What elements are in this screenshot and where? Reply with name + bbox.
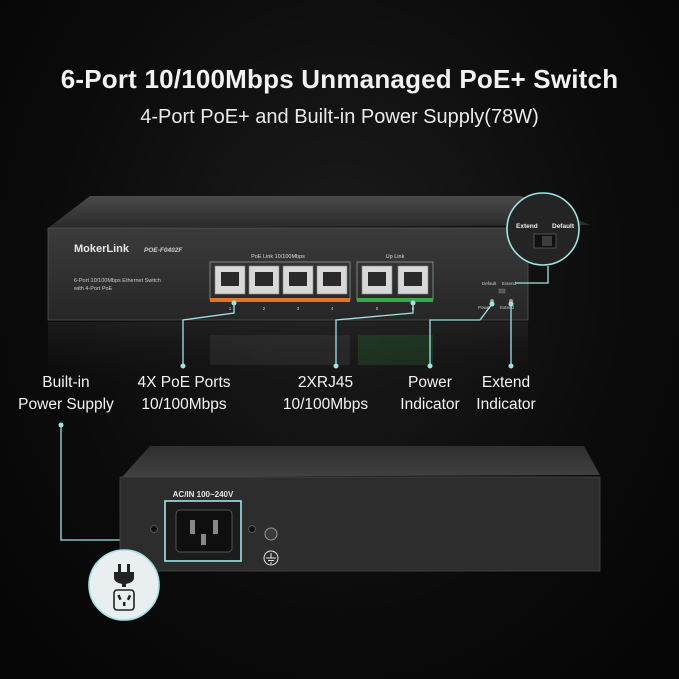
led-extend-label: Extend	[502, 281, 517, 286]
desc-line-1: 6-Port 10/100Mbps Ethernet Switch	[74, 278, 161, 284]
callout-line: 10/100Mbps	[141, 396, 227, 413]
power-rating-label: AC/IN 100~240V	[173, 490, 234, 499]
uplink-group-label: Up Link	[386, 254, 405, 260]
callout-poe-ports: 4X PoE Ports 10/100Mbps	[124, 372, 244, 416]
poe-ports	[214, 265, 348, 295]
callout-rj45: 2XRJ45 10/100Mbps	[268, 372, 383, 416]
ground-screw	[264, 527, 278, 541]
switch-front: MokerLink POE-F0402F 6-Port 10/100Mbps E…	[47, 196, 590, 402]
callout-power-indicator: Power Indicator	[388, 372, 472, 416]
callout-line: Extend	[481, 374, 531, 391]
led-power-label: Power	[478, 305, 491, 310]
port-number: 5	[376, 306, 379, 311]
plug-zoom	[88, 549, 160, 621]
port-number: 2	[263, 306, 266, 311]
mode-switch	[498, 288, 506, 294]
zoom-extend-label: Extend	[516, 223, 538, 230]
callout-dots	[58, 300, 514, 428]
callout-line: Indicator	[476, 396, 536, 413]
callout-line: Built-in	[42, 374, 90, 391]
subheadline: 4-Port PoE+ and Built-in Power Supply(78…	[140, 106, 539, 128]
callout-extend-indicator: Extend Indicator	[466, 372, 546, 416]
model-label: POE-F0402F	[144, 247, 183, 254]
zoom-default-label: Default	[552, 223, 575, 230]
switch-rear: AC/IN 100~240V	[119, 446, 601, 572]
led-extend2-label: Extend	[500, 305, 515, 310]
callout-line: Indicator	[400, 396, 460, 413]
callout-line: 2XRJ45	[297, 374, 354, 391]
callout-line: Power Supply	[18, 396, 114, 413]
outlet-icon	[113, 589, 135, 611]
led-default-label: Default	[482, 281, 497, 286]
desc-line-2: with 4-Port PoE	[73, 286, 113, 292]
uplink-ports	[361, 265, 429, 295]
callout-line: 4X PoE Ports	[137, 374, 231, 391]
iec-power-socket	[164, 500, 242, 562]
headline: 6-Port 10/100Mbps Unmanaged PoE+ Switch	[60, 64, 619, 94]
brand-logo: MokerLink	[74, 243, 130, 255]
callout-line: 10/100Mbps	[282, 396, 369, 413]
switch-zoom: Extend Default	[506, 192, 580, 284]
port-number: 3	[297, 306, 300, 311]
port-number: 4	[331, 306, 334, 311]
poe-group-label: PoE Link 10/100Mbps	[251, 254, 305, 260]
screw	[248, 525, 256, 533]
port-number: 1	[229, 306, 232, 311]
screw	[150, 525, 158, 533]
plug-icon	[114, 564, 134, 587]
callout-line: Power	[408, 374, 452, 391]
ground-icon	[263, 550, 279, 566]
callout-power-supply: Built-in Power Supply	[6, 372, 126, 416]
